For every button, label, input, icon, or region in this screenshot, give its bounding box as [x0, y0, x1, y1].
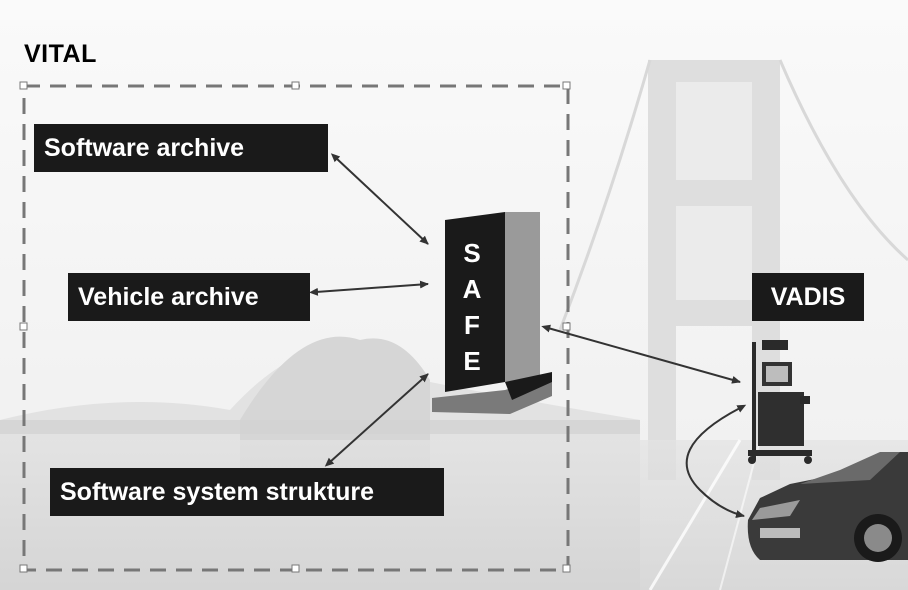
safe-letter-f: F — [464, 310, 480, 340]
software-system-structure-label: Software system strukture — [50, 468, 444, 516]
bridge-background — [648, 60, 780, 480]
safe-letter-s: S — [463, 238, 481, 268]
vadis-label: VADIS — [752, 273, 864, 321]
software-archive-label: Software archive — [34, 124, 328, 172]
vehicle-archive-label: Vehicle archive — [68, 273, 310, 321]
safe-letter-e: E — [463, 346, 481, 376]
vital-title: VITAL — [24, 40, 97, 68]
safe-letter-a: A — [462, 274, 482, 304]
